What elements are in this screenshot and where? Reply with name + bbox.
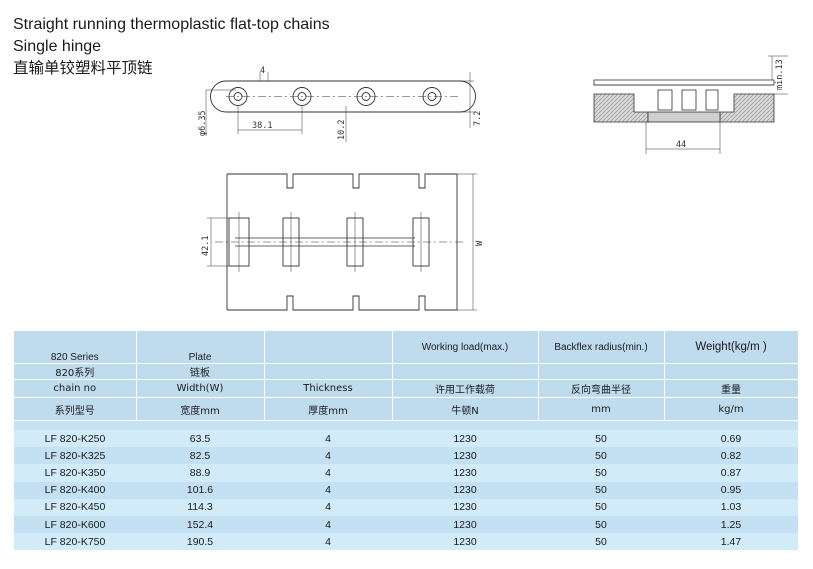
- cell-backflex-radius: 50: [538, 533, 664, 551]
- cell-thickness: 4: [264, 481, 392, 499]
- cell-chain-no: LF 820-K325: [14, 447, 136, 465]
- header-cell: chain no: [14, 379, 137, 398]
- subtitle-single-hinge: Single hinge: [13, 38, 102, 55]
- cell-backflex-radius: 50: [538, 498, 664, 516]
- spec-table: 820 Series Plate Working load(max.) Back…: [14, 331, 799, 551]
- header-row-3: chain no Width(W) Thickness 许用工作载荷 反向弯曲半…: [14, 379, 799, 398]
- cell-backflex-radius: 50: [538, 481, 664, 499]
- cell-backflex-radius: 50: [538, 430, 664, 448]
- table-row: LF 820-K325 82.5 4 1230 50 0.82: [14, 447, 798, 465]
- header-cell: Working load(max.): [392, 331, 539, 364]
- cell-working-load: 1230: [392, 498, 538, 516]
- table-row: LF 820-K250 63.5 4 1230 50 0.69: [14, 430, 798, 448]
- title-chinese: 直输单铰塑料平顶链: [13, 59, 153, 77]
- cell-working-load: 1230: [392, 447, 538, 465]
- cell-thickness: 4: [264, 464, 392, 482]
- cell-working-load: 1230: [392, 430, 538, 448]
- cell-width: 114.3: [136, 498, 264, 516]
- cell-width: 152.4: [136, 515, 264, 534]
- header-cell: 牛顿N: [392, 397, 539, 421]
- cell-thickness: 4: [264, 515, 392, 534]
- pin-width-dimension: 42.1: [201, 236, 211, 256]
- header-cell: [264, 363, 393, 380]
- header-cell: kg/m: [664, 397, 799, 421]
- cell-chain-no: LF 820-K400: [14, 481, 136, 499]
- title-english: Straight running thermoplastic flat-top …: [13, 16, 330, 33]
- header-cell: 链板: [136, 363, 265, 380]
- cell-weight: 0.69: [664, 430, 798, 448]
- header-cell: 反向弯曲半径: [538, 379, 665, 398]
- header-cell: Plate: [136, 331, 265, 364]
- top-view-drawing: 42.1 W: [201, 173, 485, 311]
- cell-weight: 0.82: [664, 447, 798, 465]
- header-cell: [538, 363, 665, 380]
- header-cell: 许用工作载荷: [392, 379, 539, 398]
- small-dimension: 4: [260, 66, 265, 76]
- header-cell: 系列型号: [14, 397, 137, 421]
- cell-width: 190.5: [136, 533, 264, 551]
- cell-working-load: 1230: [392, 481, 538, 499]
- cell-thickness: 4: [264, 533, 392, 551]
- spacer-row: [14, 420, 798, 430]
- cell-chain-no: LF 820-K600: [14, 515, 136, 534]
- height-dimension: 10.2: [337, 120, 347, 140]
- min-clearance-dimension: min.13: [775, 59, 785, 90]
- cell-width: 82.5: [136, 447, 264, 465]
- table-row: LF 820-K350 88.9 4 1230 50 0.87: [14, 464, 798, 482]
- header-cell: 重量: [664, 379, 799, 398]
- cell-weight: 0.95: [664, 481, 798, 499]
- cell-backflex-radius: 50: [538, 447, 664, 465]
- cell-width: 63.5: [136, 430, 264, 448]
- cell-weight: 1.25: [664, 515, 798, 534]
- table-row: LF 820-K750 190.5 4 1230 50 1.47: [14, 533, 798, 551]
- header-cell: Width(W): [136, 379, 265, 398]
- cell-backflex-radius: 50: [538, 464, 664, 482]
- header-cell: [264, 331, 393, 364]
- cell-chain-no: LF 820-K350: [14, 464, 136, 482]
- header-cell: 820系列: [14, 363, 137, 380]
- cell-weight: 1.03: [664, 498, 798, 516]
- cell-chain-no: LF 820-K250: [14, 430, 136, 448]
- header-cell: 宽度mm: [136, 397, 265, 421]
- header-cell: 820 Series: [14, 331, 137, 364]
- cell-thickness: 4: [264, 447, 392, 465]
- cell-thickness: 4: [264, 430, 392, 448]
- cell-working-load: 1230: [392, 464, 538, 482]
- plate-width-dimension: W: [475, 240, 485, 246]
- cell-chain-no: LF 820-K750: [14, 533, 136, 551]
- side-view-drawing: 38.1 4 φ6.35 10.2 7.2: [198, 66, 483, 142]
- header-cell: [664, 363, 799, 380]
- cell-backflex-radius: 50: [538, 515, 664, 534]
- cell-weight: 0.87: [664, 464, 798, 482]
- cell-chain-no: LF 820-K450: [14, 498, 136, 516]
- header-row-2: 820系列 链板: [14, 363, 799, 380]
- cell-working-load: 1230: [392, 515, 538, 534]
- cell-thickness: 4: [264, 498, 392, 516]
- cell-width: 101.6: [136, 481, 264, 499]
- header-cell: mm: [538, 397, 665, 421]
- header-row-1: 820 Series Plate Working load(max.) Back…: [14, 331, 799, 364]
- header-cell: [392, 363, 539, 380]
- cell-working-load: 1230: [392, 533, 538, 551]
- table-row: LF 820-K400 101.6 4 1230 50 0.95: [14, 481, 798, 499]
- table-row: LF 820-K450 114.3 4 1230 50 1.03: [14, 498, 798, 516]
- header-cell: Backflex radius(min.): [538, 331, 665, 364]
- header-cell: Weight(kg/m ): [664, 331, 799, 364]
- header-cell: 厚度mm: [264, 397, 393, 421]
- header-row-4: 系列型号 宽度mm 厚度mm 牛顿N mm kg/m: [14, 397, 799, 421]
- section-width-dimension: 44: [676, 140, 686, 150]
- total-height-dimension: 7.2: [473, 111, 483, 126]
- table-row: LF 820-K600 152.4 4 1230 50 1.25: [14, 515, 798, 534]
- pitch-dimension: 38.1: [252, 121, 272, 131]
- cell-width: 88.9: [136, 464, 264, 482]
- header-cell: Thickness: [264, 379, 393, 398]
- cell-weight: 1.47: [664, 533, 798, 551]
- pin-diameter-dimension: φ6.35: [198, 110, 208, 136]
- section-view-drawing: min.13 44: [593, 55, 788, 154]
